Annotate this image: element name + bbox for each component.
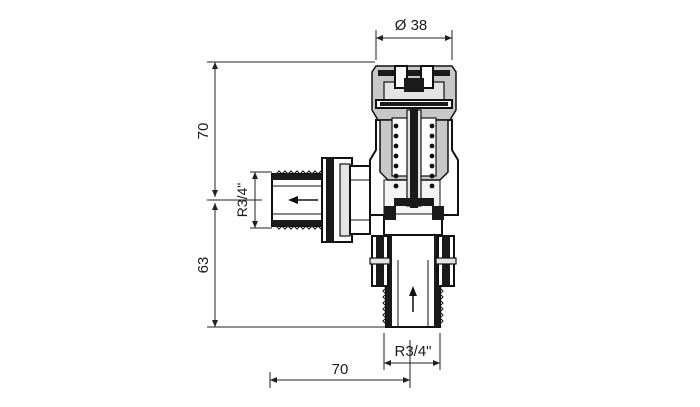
bottom-flow-arrow bbox=[409, 286, 417, 312]
spring-coils bbox=[393, 123, 435, 189]
bottom-width-dimension: 70 bbox=[269, 340, 411, 388]
bottom-inlet-pipe bbox=[382, 234, 444, 328]
lower-height-label: 63 bbox=[195, 257, 212, 274]
left-height-dimension: 70 63 bbox=[195, 61, 385, 328]
left-flow-arrow bbox=[288, 196, 318, 204]
bonnet-cap bbox=[371, 65, 457, 121]
bottom-thread-dimension: R3/4" bbox=[383, 333, 441, 370]
valve-body bbox=[271, 65, 459, 328]
left-thread-dimension: R3/4" bbox=[234, 171, 272, 229]
upper-height-label: 70 bbox=[195, 123, 212, 140]
bottom-union-nut bbox=[369, 235, 457, 287]
top-diameter-label: Ø 38 bbox=[395, 17, 428, 34]
top-diameter-dimension: Ø 38 bbox=[375, 17, 453, 60]
bottom-width-label: 70 bbox=[332, 361, 349, 378]
bottom-thread-label: R3/4" bbox=[394, 343, 431, 360]
left-union-nut bbox=[321, 157, 371, 243]
valve-seat bbox=[384, 198, 444, 220]
left-thread-label: R3/4" bbox=[234, 183, 250, 218]
